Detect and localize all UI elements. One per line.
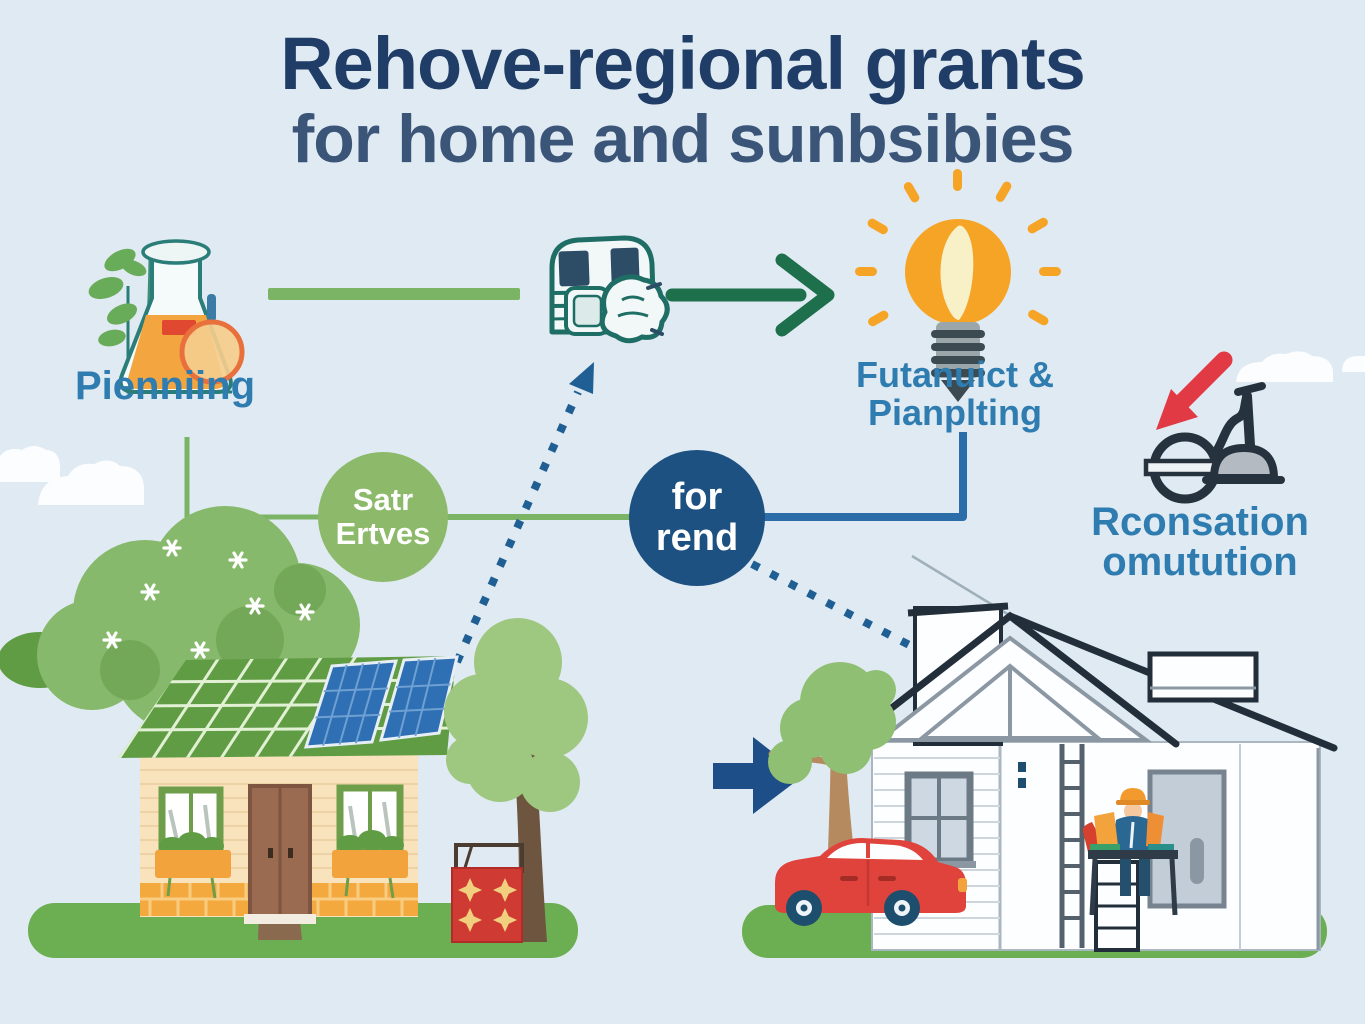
front-door xyxy=(244,784,316,924)
green-right-arrow-icon xyxy=(665,253,835,337)
planning-label: Pienniing xyxy=(75,364,255,408)
renovation-label: Rconsation omutution xyxy=(1072,502,1328,582)
side-tree xyxy=(444,618,588,942)
eco-house xyxy=(118,655,459,924)
blue-badge-line1: for xyxy=(671,476,723,518)
solar-panels xyxy=(303,655,459,749)
car-wheels xyxy=(786,890,920,926)
red-arrow-icon xyxy=(1156,351,1233,430)
funding-label-line2: Pianplting xyxy=(868,392,1042,433)
green-badge-line1: Satr xyxy=(352,482,414,517)
left-house-scene xyxy=(0,506,588,958)
star-crate xyxy=(451,843,524,943)
blue-badge: for rend xyxy=(629,450,765,586)
cloud-icons xyxy=(0,351,1365,505)
renovation-label-line2: omutution xyxy=(1102,540,1298,584)
green-badge-line2: Ertves xyxy=(335,516,431,551)
dashed-arrow-up-icon xyxy=(453,362,594,664)
red-car xyxy=(775,838,967,926)
camper-van-icon xyxy=(549,235,670,344)
wheel-plunger-icon xyxy=(1143,382,1285,504)
page-subtitle: for home and sunbsibies xyxy=(291,101,1075,177)
funding-label-line1: Futanuict & xyxy=(856,354,1054,395)
ladder xyxy=(1059,744,1085,948)
yard-tree xyxy=(768,662,896,852)
glass-door xyxy=(1147,769,1227,909)
blue-badge-line2: rend xyxy=(655,517,739,559)
lightbulb-icon xyxy=(855,169,1061,402)
right-house-scene xyxy=(742,602,1338,958)
green-badge: Satr Ertves xyxy=(318,452,448,582)
flask-plant-magnifier-icon xyxy=(88,239,245,394)
page-title: Rehove-regional grants xyxy=(280,22,1086,105)
connector-blue-elbow xyxy=(755,432,967,521)
funding-label: Futanuict & Pianplting xyxy=(825,356,1085,432)
worker xyxy=(1082,788,1178,916)
title-block: Rehove-regional grants for home and sunb… xyxy=(0,22,1365,177)
renovation-label-line1: Rconsation xyxy=(1091,500,1309,544)
scaffold-box xyxy=(1094,860,1140,952)
connector-green-bar xyxy=(268,288,520,300)
window-boxes xyxy=(155,830,408,899)
connector-green-elbow xyxy=(184,437,330,520)
